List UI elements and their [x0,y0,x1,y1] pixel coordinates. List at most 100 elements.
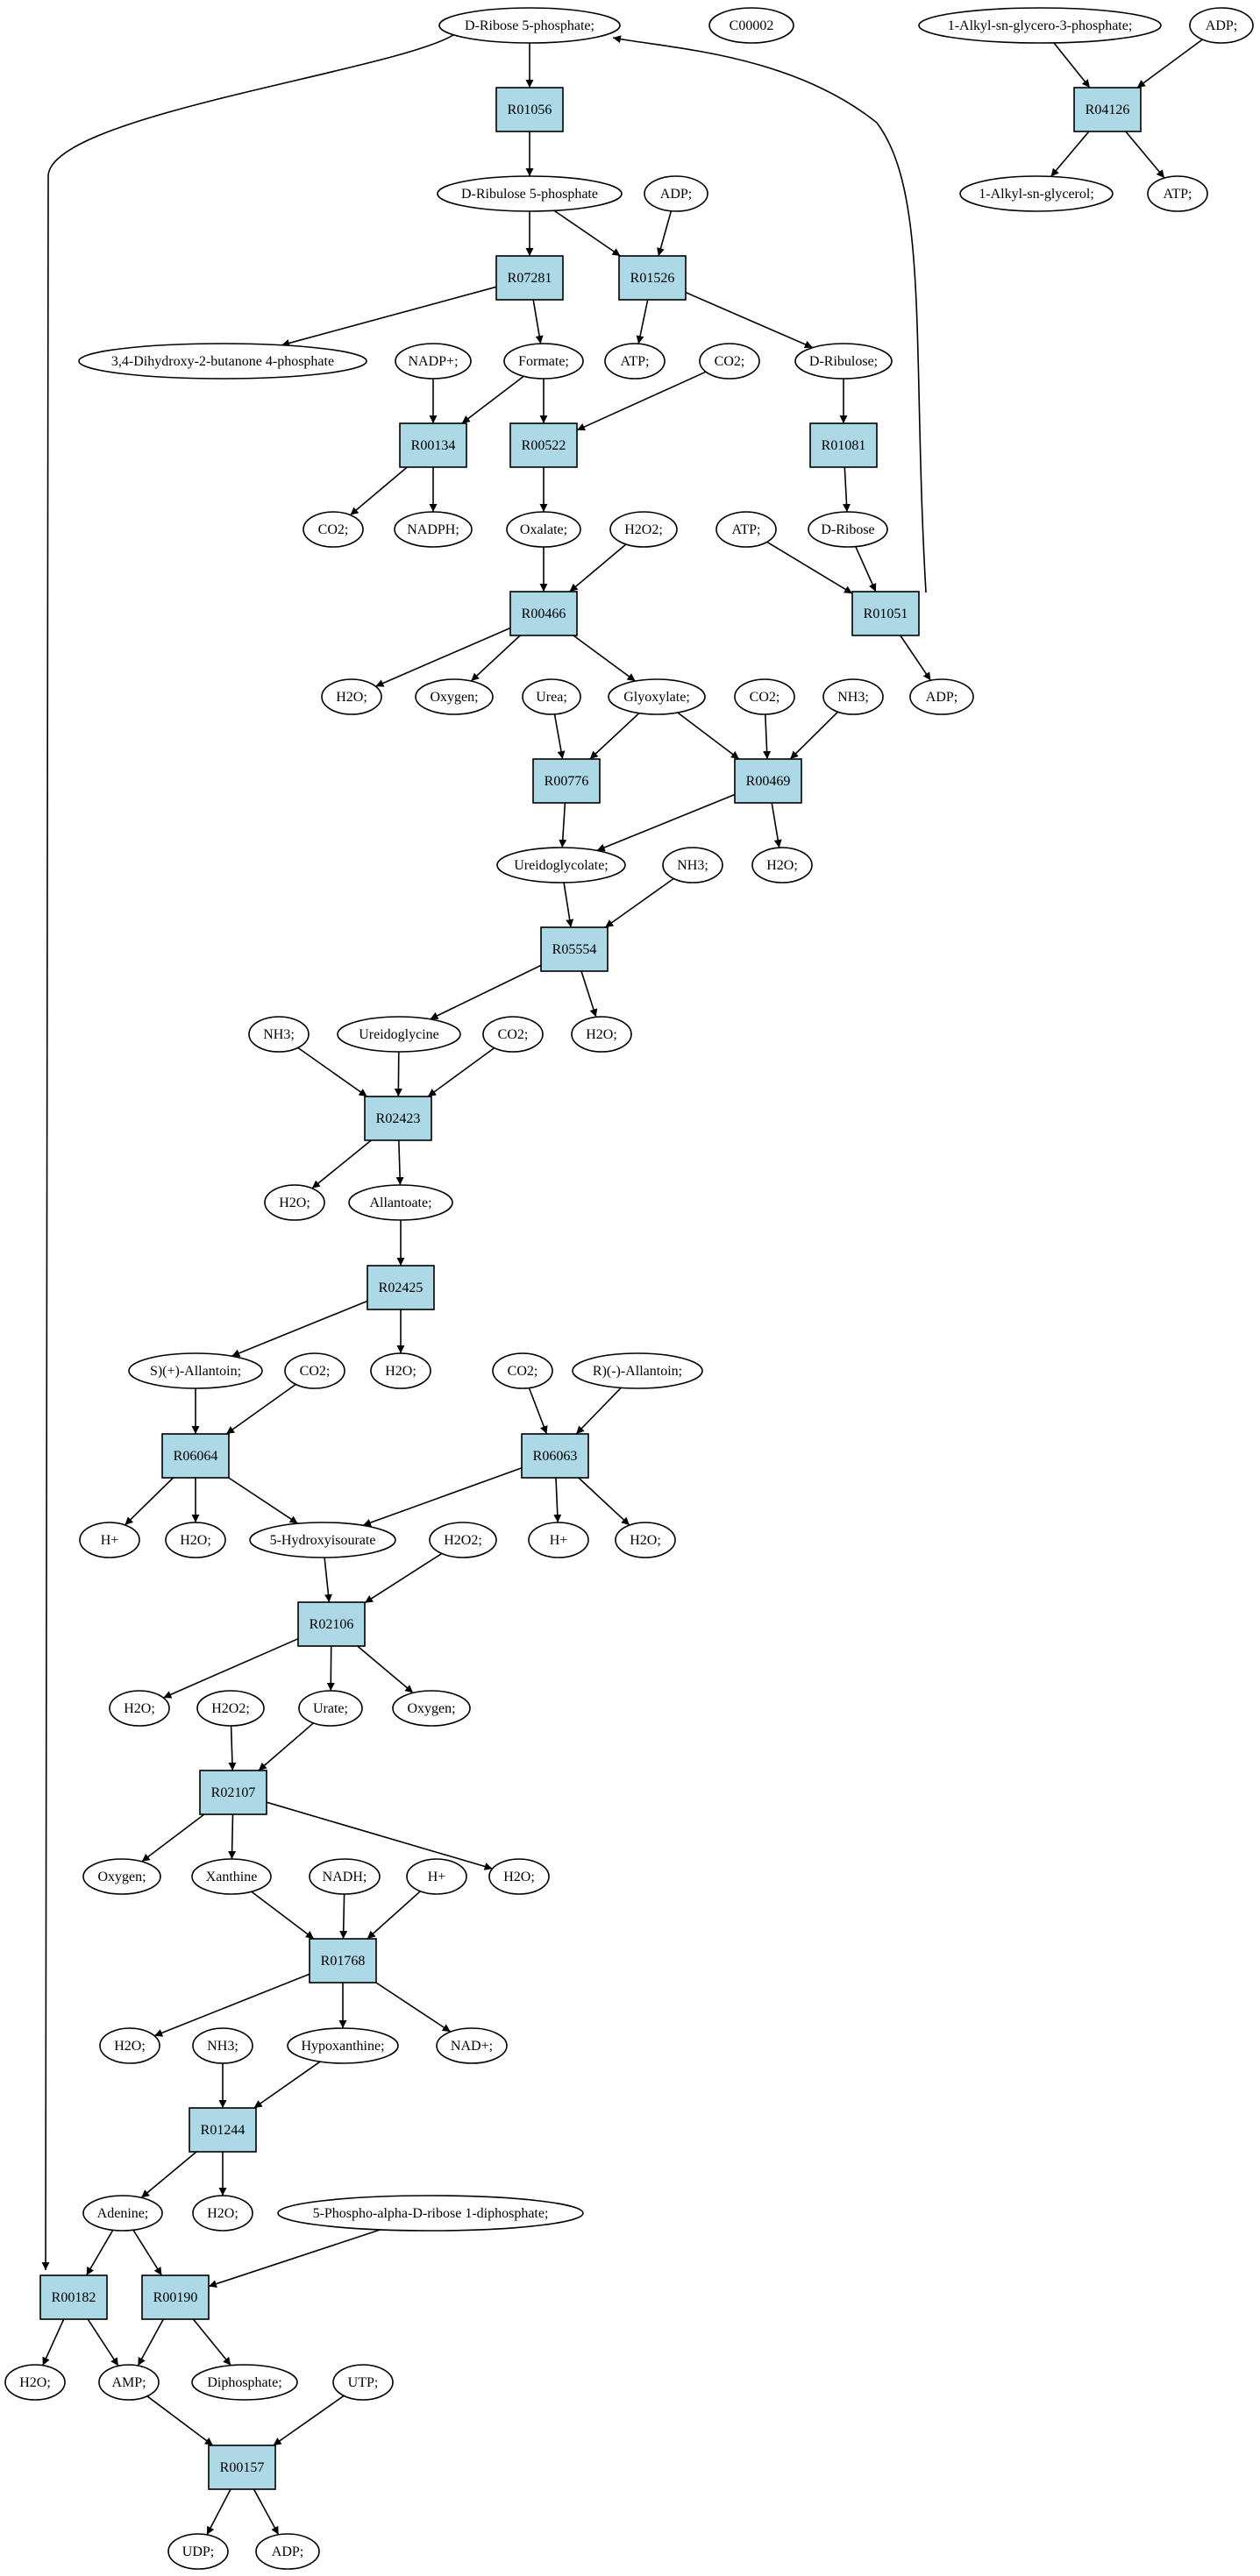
reaction-node-r_R01244[interactable]: R01244 [189,2107,257,2153]
compound-node-c_h2o_k[interactable]: H2O; [192,2195,253,2232]
compound-node-c_adenine[interactable]: Adenine; [82,2195,163,2232]
compound-node-c_atp_c[interactable]: ATP; [715,511,777,548]
compound-node-c_nh3_a[interactable]: NH3; [822,678,884,715]
compound-node-c_dhbp[interactable]: 3,4-Dihydroxy-2-butanone 4-phosphate [78,343,367,380]
compound-node-c_allantoate[interactable]: Allantoate; [348,1184,453,1221]
compound-node-c_adp_a[interactable]: ADP; [1189,7,1254,44]
reaction-node-r_R05554[interactable]: R05554 [540,926,609,972]
compound-node-c_alkylglyc3p[interactable]: 1-Alkyl-sn-glycero-3-phosphate; [918,7,1162,44]
compound-node-c_utp[interactable]: UTP; [332,2364,394,2401]
compound-node-c_ureidoglycolate[interactable]: Ureidoglycolate; [496,847,626,884]
compound-node-c_formate[interactable]: Formate; [503,343,584,380]
compound-node-c_h2o_b[interactable]: H2O; [751,847,813,884]
compound-node-c_h2o2_b[interactable]: H2O2; [429,1522,497,1558]
compound-node-c_s_allantoin[interactable]: S)(+)-Allantoin; [128,1352,263,1389]
compound-node-c_h2o_j[interactable]: H2O; [99,2027,160,2064]
reaction-node-r_R01526[interactable]: R01526 [618,255,687,301]
compound-node-c_xanthine[interactable]: Xanthine [191,1858,272,1895]
compound-node-c_prpp[interactable]: 5-Phospho-alpha-D-ribose 1-diphosphate; [277,2195,584,2232]
compound-node-c_nh3_c[interactable]: NH3; [248,1016,310,1053]
compound-node-c_nh3_d[interactable]: NH3; [192,2027,253,2064]
reaction-node-r_R02425[interactable]: R02425 [367,1265,435,1310]
compound-node-c_co2_b[interactable]: CO2; [303,511,364,548]
compound-node-c_udp[interactable]: UDP; [167,2533,229,2570]
reaction-node-r_R02106[interactable]: R02106 [297,1601,366,1647]
reaction-node-r_R07281[interactable]: R07281 [495,255,564,301]
node-label: R07281 [508,271,552,286]
reaction-node-r_R00776[interactable]: R00776 [532,758,601,804]
compound-node-c_co2_c[interactable]: CO2; [734,678,795,715]
compound-node-c_h2o_f[interactable]: H2O; [165,1522,226,1558]
compound-node-c_oxygen_c[interactable]: Oxygen; [82,1858,161,1895]
reaction-node-r_R00190[interactable]: R00190 [141,2274,210,2320]
reaction-node-r_R01768[interactable]: R01768 [309,1938,377,1983]
compound-node-c_h2o_g[interactable]: H2O; [615,1522,676,1558]
compound-node-c_h2o_e[interactable]: H2O; [370,1352,431,1389]
reaction-node-r_R06063[interactable]: R06063 [521,1433,589,1479]
compound-node-c_nh3_b[interactable]: NH3; [662,847,723,884]
compound-node-c_ureidoglycine[interactable]: Ureidoglycine [337,1016,461,1053]
compound-node-c_nadph[interactable]: NADPH; [394,511,473,548]
compound-node-c_hypoxanthine[interactable]: Hypoxanthine; [287,2027,399,2064]
compound-node-c_oxygen_b[interactable]: Oxygen; [392,1690,471,1727]
compound-node-c_amp[interactable]: AMP; [98,2364,160,2401]
compound-node-c_atp_a[interactable]: ATP; [1147,175,1208,212]
reaction-node-r_R00182[interactable]: R00182 [39,2274,108,2320]
compound-node-c_h2o_i[interactable]: H2O; [488,1858,550,1895]
compound-node-c_h2o_a[interactable]: H2O; [321,678,382,715]
compound-node-c_hplus_b[interactable]: H+ [528,1522,589,1558]
compound-node-c_adp_d[interactable]: ADP; [255,2533,320,2570]
compound-node-c_c00002[interactable]: C00002 [708,7,794,44]
compound-node-c_h2o_h[interactable]: H2O; [109,1690,170,1727]
compound-node-c_co2_f[interactable]: CO2; [492,1352,553,1389]
compound-node-c_oxygen_a[interactable]: Oxygen; [415,678,494,715]
reaction-node-r_R00466[interactable]: R00466 [509,591,578,636]
node-label: ATP; [732,522,761,537]
compound-node-c_hplus_c[interactable]: H+ [406,1858,467,1895]
compound-node-c_ribose5p[interactable]: D-Ribose 5-phosphate; [438,7,621,44]
reaction-node-r_R06064[interactable]: R06064 [161,1433,230,1479]
reaction-node-r_R02107[interactable]: R02107 [199,1770,267,1815]
node-label: R00190 [153,2290,198,2305]
reaction-node-r_R01081[interactable]: R01081 [809,422,878,468]
compound-node-c_h2o_l[interactable]: H2O; [4,2364,66,2401]
compound-node-c_5hiu[interactable]: 5-Hydroxyisourate [249,1522,396,1558]
compound-node-c_dribulose[interactable]: D-Ribulose; [794,343,893,380]
reaction-node-r_R01056[interactable]: R01056 [495,87,564,132]
reaction-node-r_R00134[interactable]: R00134 [399,422,467,468]
reaction-node-r_R00469[interactable]: R00469 [734,758,802,804]
compound-node-c_alkylglycerol[interactable]: 1-Alkyl-sn-glycerol; [959,175,1114,212]
reaction-node-r_R01051[interactable]: R01051 [851,591,920,636]
compound-node-c_nadh[interactable]: NADH; [309,1858,381,1895]
node-label: R01056 [508,103,552,117]
reaction-node-r_R04126[interactable]: R04126 [1073,87,1142,132]
compound-node-c_ribulose5p[interactable]: D-Ribulose 5-phosphate [437,175,623,212]
reaction-node-r_R00522[interactable]: R00522 [509,422,578,468]
compound-node-c_nadp[interactable]: NADP+; [395,343,472,380]
compound-node-c_r_allantoin[interactable]: R)(-)-Allantoin; [572,1352,703,1389]
compound-node-c_co2_d[interactable]: CO2; [482,1016,544,1053]
compound-node-c_adp_b[interactable]: ADP; [644,175,708,212]
compound-node-c_hplus_a[interactable]: H+ [79,1522,140,1558]
compound-node-c_atp_b[interactable]: ATP; [604,343,666,380]
compound-node-c_urate[interactable]: Urate; [298,1690,363,1727]
compound-node-c_glyoxylate[interactable]: Glyoxylate; [608,678,706,715]
compound-node-c_co2_e[interactable]: CO2; [284,1352,345,1389]
compound-node-c_co2_a[interactable]: CO2; [699,343,760,380]
node-label: R06064 [174,1449,218,1464]
compound-node-c_h2o2_a[interactable]: H2O2; [609,511,678,548]
compound-node-c_dribose[interactable]: D-Ribose [808,511,888,548]
compound-node-c_oxalate[interactable]: Oxalate; [506,511,581,548]
compound-node-c_adp_c[interactable]: ADP; [909,678,974,715]
compound-node-c_diphosphate[interactable]: Diphosphate; [191,2364,298,2401]
reaction-node-r_R00157[interactable]: R00157 [208,2445,276,2490]
node-label: R02106 [310,1617,354,1632]
compound-node-c_nad[interactable]: NAD+; [436,2027,508,2064]
compound-node-c_h2o_c[interactable]: H2O; [571,1016,632,1053]
compound-ellipse [394,511,473,548]
node-label: R01244 [201,2123,246,2138]
compound-node-c_urea[interactable]: Urea; [522,678,581,715]
compound-node-c_h2o2_c[interactable]: H2O2; [196,1690,265,1727]
compound-node-c_h2o_d[interactable]: H2O; [264,1184,325,1221]
reaction-node-r_R02423[interactable]: R02423 [364,1096,432,1141]
